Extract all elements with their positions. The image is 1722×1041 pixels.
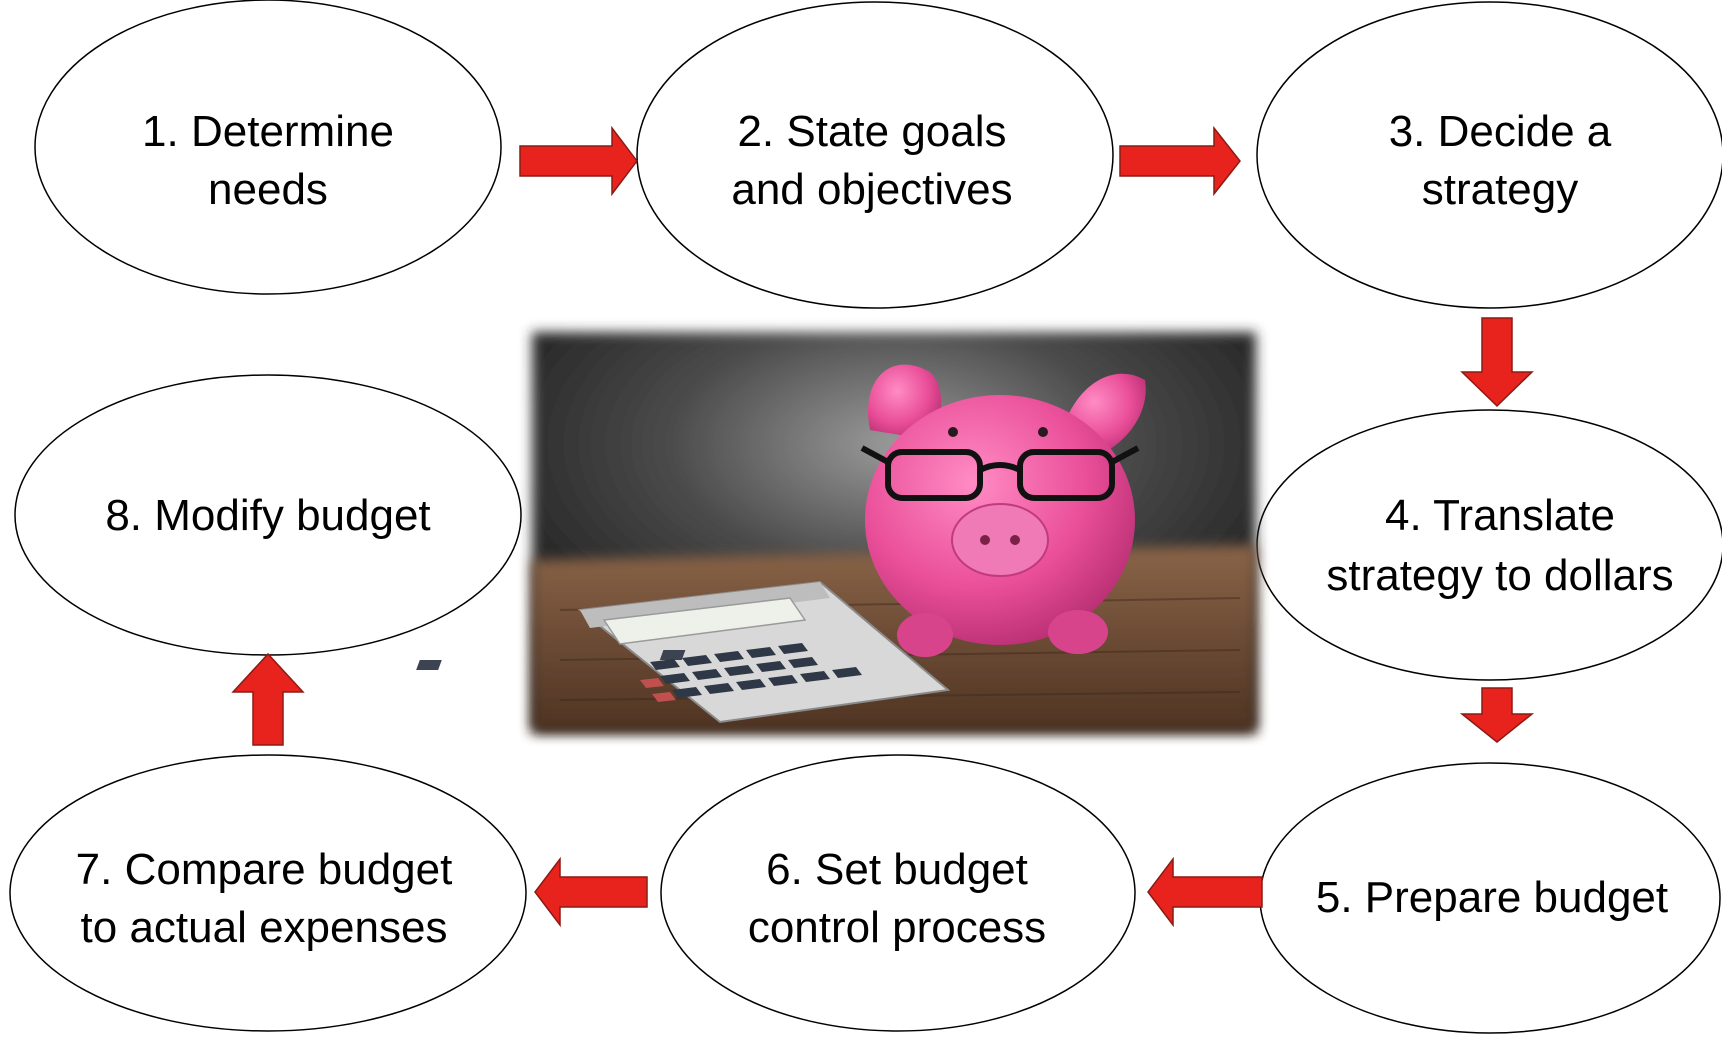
step-7-line-2: to actual expenses (81, 903, 448, 952)
step-6-node: 6. Set budget control process (660, 754, 1136, 1032)
step-6-line-1: 6. Set budget (766, 845, 1028, 894)
arrow-right-2-to-3 (1119, 125, 1241, 197)
arrow-up-7-to-8 (231, 652, 305, 746)
arrow-down-4-to-5 (1459, 687, 1535, 743)
step-5-node: 5. Prepare budget (1259, 762, 1721, 1034)
step-3-line-1: 3. Decide a (1389, 107, 1612, 156)
step-4-line-1: 4. Translate (1385, 491, 1615, 540)
step-1-line-1: 1. Determine (142, 107, 394, 156)
piggy-bank-icon (860, 364, 1146, 657)
step-7-node: 7. Compare budget to actual expenses (9, 754, 527, 1032)
piggy-bank-photo (416, 332, 1256, 732)
step-3-line-2: strategy (1422, 165, 1579, 214)
step-4-line-2: strategy to dollars (1326, 551, 1673, 600)
arrow-left-5-to-6 (1147, 856, 1263, 928)
step-6-line-2: control process (748, 903, 1046, 952)
step-8-node: 8. Modify budget (14, 374, 522, 656)
step-8-line-1: 8. Modify budget (105, 491, 430, 540)
calculator-icon (416, 580, 951, 724)
step-2-line-1: 2. State goals (737, 107, 1006, 156)
step-2-line-2: and objectives (731, 165, 1012, 214)
step-3-node: 3. Decide a strategy (1256, 1, 1722, 309)
step-7-line-1: 7. Compare budget (76, 845, 453, 894)
step-1-node: 1. Determine needs (34, 0, 502, 295)
step-1-line-2: needs (208, 165, 328, 214)
step-5-line-1: 5. Prepare budget (1316, 873, 1668, 922)
arrow-right-1-to-2 (519, 125, 638, 197)
arrow-down-3-to-4 (1460, 317, 1534, 408)
step-4-node: 4. Translate strategy to dollars (1256, 409, 1722, 681)
step-2-node: 2. State goals and objectives (636, 1, 1114, 309)
arrow-left-6-to-7 (534, 856, 648, 928)
